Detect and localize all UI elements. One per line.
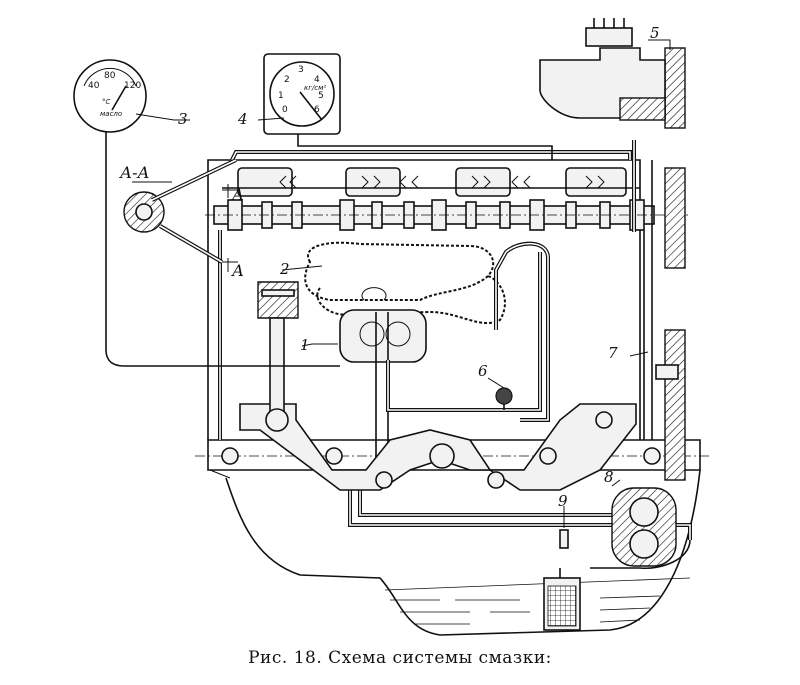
pressure-scale-6: 6 [314,105,320,115]
oil-sump [225,469,701,636]
timing-cover [539,18,686,481]
timing-chain [304,241,506,325]
oil-pump [339,287,427,460]
main-bearings [221,443,661,469]
pressure-scale-2: 2 [284,75,290,85]
section-a-a: А-А А А [119,158,244,280]
callout-7: 7 [608,344,618,362]
temp-medium: масло [100,110,122,118]
pressure-scale-4: 4 [314,75,320,85]
pressure-scale-1: 1 [278,91,284,101]
pressure-scale-3: 3 [298,65,304,75]
callout-4: 4 [237,110,248,128]
callout-5: 5 [650,24,660,42]
callout-3: 3 [178,110,188,128]
oil-filter [611,487,677,567]
dipstick [559,529,569,549]
section-mark-bottom: А [231,261,244,280]
callout-labels: 1 2 3 4 5 6 7 8 9 [178,24,660,510]
pressure-scale-5: 5 [318,91,324,101]
temp-scale-120: 120 [124,81,141,91]
oil-lines [218,140,692,570]
figure-caption: Рис. 18. Схема системы смазки: [248,648,552,668]
callout-8: 8 [604,468,614,486]
temperature-gauge: 40 80 120 °C масло [73,59,340,367]
crankshaft [221,403,661,491]
temp-scale-40: 40 [88,81,100,91]
pressure-scale-0: 0 [282,105,288,115]
piston-assembly [257,281,299,432]
rocker-gallery [222,150,640,197]
callout-9: 9 [558,492,568,510]
section-mark-top: А [231,185,244,204]
camshaft [205,199,690,231]
temp-scale-80: 80 [104,71,116,81]
distributor-terminals [585,18,633,47]
leader-lines [135,39,671,528]
callout-1: 1 [300,336,310,354]
callout-6: 6 [478,362,488,380]
temp-unit: °C [102,98,111,106]
section-title: А-А [119,163,150,182]
pressure-sensor [495,387,513,410]
pressure-gauge: 0 1 2 3 4 5 6 кг/см² [263,53,553,160]
oil-strainer [543,568,581,631]
callout-2: 2 [279,260,290,278]
pressure-unit: кг/см² [304,84,326,92]
